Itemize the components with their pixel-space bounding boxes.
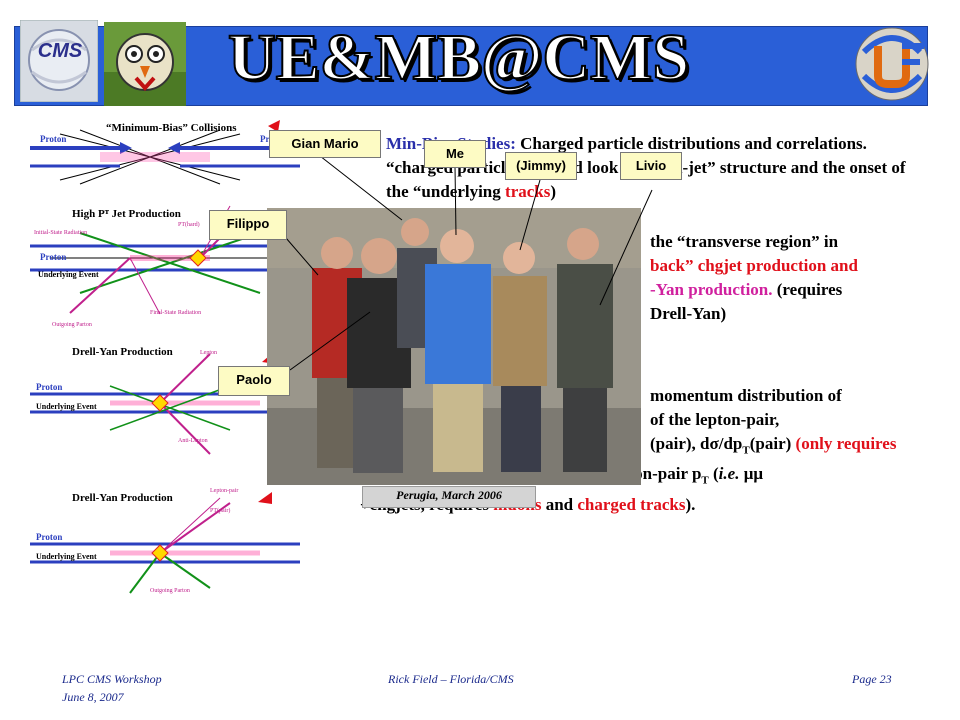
p3-text-end: ). bbox=[685, 494, 696, 514]
red-arrow-icon bbox=[258, 492, 272, 504]
p3-text-charged: charged tracks bbox=[577, 494, 686, 514]
footer-page-number: Page 23 bbox=[852, 672, 892, 686]
underlying-event-label: Underlying Event bbox=[36, 552, 97, 561]
diagram-title-drell-yan-2: Drell-Yan Production bbox=[72, 492, 173, 504]
p3-text-g: ( bbox=[708, 464, 719, 484]
paragraph-transverse: the “transverse region” in back” chgjet … bbox=[360, 230, 920, 326]
p3-text-c-tail: (pair) bbox=[749, 434, 792, 453]
group-photo-drawing bbox=[267, 208, 641, 485]
p3-text-b: of the lepton-pair, bbox=[650, 410, 780, 429]
paragraph-drell-yan: momentum distribution of of the lepton-p… bbox=[360, 384, 920, 462]
outgoing-parton-label: Outgoing Parton bbox=[52, 322, 92, 328]
anti-lepton-label: Anti-Lepton bbox=[178, 438, 208, 444]
photo-caption: Perugia, March 2006 bbox=[396, 488, 502, 502]
cms-logo bbox=[20, 20, 98, 102]
proton-label: Proton bbox=[40, 134, 67, 144]
photo-caption-box bbox=[362, 486, 536, 508]
p3-text-mumu: μμ bbox=[739, 464, 763, 484]
lepton-label: Lepton bbox=[200, 350, 217, 356]
underlying-event-label: Underlying Event bbox=[38, 270, 99, 279]
final-state-radiation-label: Final-State Radiation bbox=[150, 310, 202, 316]
p3-subscript: T bbox=[742, 444, 750, 457]
proton-label: Proton bbox=[36, 382, 63, 392]
proton-label: Proton bbox=[40, 252, 67, 262]
diagram-drell-yan-2 bbox=[30, 497, 300, 594]
tag-jimmy: (Jimmy) bbox=[505, 152, 577, 180]
p3-text-and: and bbox=[541, 494, 578, 514]
bird-mascot-image bbox=[104, 22, 186, 106]
tag-me: Me bbox=[424, 140, 486, 168]
footer-date: June 8, 2007 bbox=[62, 690, 124, 704]
p2-text-d: (requires bbox=[776, 280, 843, 299]
outgoing-parton-label: Outgoing Parton bbox=[150, 588, 190, 594]
red-arrow-icon bbox=[268, 120, 280, 132]
diagram-min-bias bbox=[30, 129, 300, 185]
underlying-event-label: Underlying Event bbox=[36, 402, 97, 411]
p1-text-c: tracks bbox=[505, 182, 551, 201]
p3-subscript-2: T bbox=[701, 474, 709, 487]
feynman-diagrams-column: “Minimum-Bias” Collisions Proton Proton … bbox=[10, 118, 330, 603]
diagram-title-min-bias: “Minimum-Bias” Collisions bbox=[106, 122, 237, 134]
p3-text-a: momentum distribution of bbox=[650, 386, 842, 405]
lepton-pair-label: Lepton-pair bbox=[210, 488, 239, 494]
uf-logo bbox=[855, 27, 929, 101]
p3-text-ie: i.e. bbox=[718, 464, 740, 484]
p1-text-a: Charged particle distributions and corre… bbox=[520, 134, 867, 153]
tag-livio: Livio bbox=[620, 152, 682, 180]
p3-text-d: (only requires bbox=[795, 434, 897, 453]
diagram-title-high-pt: High Pᵀ Jet Production bbox=[72, 208, 181, 220]
p2-text-c: -Yan production. bbox=[650, 280, 773, 299]
footer-author: Rick Field – Florida/CMS bbox=[388, 672, 514, 686]
proton-label: Proton bbox=[36, 532, 63, 542]
group-photo bbox=[267, 208, 641, 485]
diagram-title-drell-yan: Drell-Yan Production bbox=[72, 346, 173, 358]
p2-text-e: Drell-Yan) bbox=[650, 304, 727, 323]
collision-diagrams-drawing bbox=[30, 120, 300, 594]
tag-filippo: Filippo bbox=[209, 210, 287, 240]
p2-text-b: back” chgjet production and bbox=[650, 256, 858, 275]
p3-text-c: (pair), dσ/dp bbox=[650, 434, 743, 453]
tag-gian-mario: Gian Mario bbox=[269, 130, 381, 158]
tag-paolo: Paolo bbox=[218, 366, 290, 396]
cms-logo-text: CMS bbox=[37, 40, 83, 62]
diagram-high-pt-jet bbox=[30, 205, 300, 315]
p2-text-a: the “transverse region” in bbox=[650, 232, 839, 251]
header: CMS UE&MB@CMS bbox=[0, 0, 960, 118]
pt-pair-label: PT(pair) bbox=[210, 508, 231, 514]
pt-hard-label: PT(hard) bbox=[178, 222, 200, 228]
page-title: UE&MB@CMS bbox=[227, 20, 690, 95]
footer-workshop: LPC CMS Workshop bbox=[62, 672, 162, 686]
initial-state-radiation-label: Initial-State Radiation bbox=[34, 230, 88, 236]
